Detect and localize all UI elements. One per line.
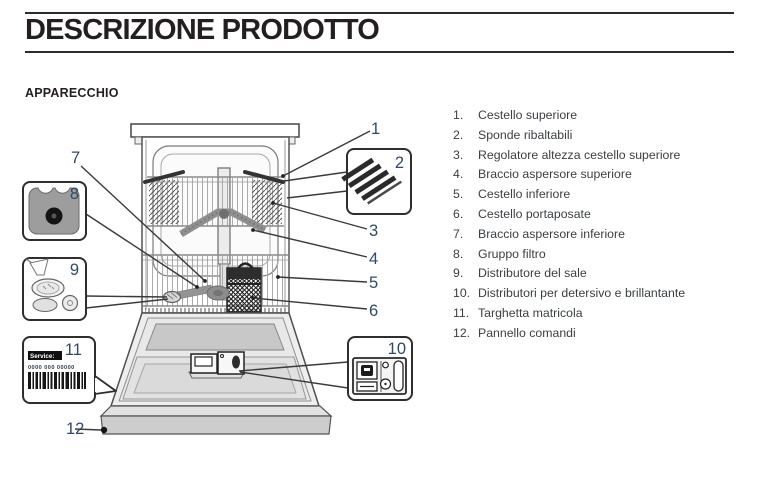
filter-group-icon (28, 187, 80, 235)
lower-basket (143, 254, 289, 315)
callout-box-8: 8 (22, 181, 87, 241)
list-item: 2. Sponde ribaltabili (453, 126, 753, 146)
callout-number-5: 5 (369, 274, 378, 292)
callout-box-11: Service: 0000 000 00000 11 (22, 336, 117, 404)
list-item: 12. Pannello comandi (453, 324, 753, 344)
leader-lines (74, 130, 371, 431)
item-label: Cestello superiore (478, 108, 578, 122)
upper-basket (143, 170, 285, 227)
item-number: 3. (453, 147, 464, 162)
item-label: Braccio aspersore superiore (478, 167, 632, 182)
dispenser-detail-icon (352, 357, 407, 395)
callout-number-11: 11 (65, 341, 82, 359)
callout-box-2: 2 (341, 148, 412, 215)
item-number: 11. (453, 305, 470, 320)
list-item: 11. Targhetta matricola (453, 304, 753, 324)
callout-number-4: 4 (369, 250, 378, 268)
detergent-dispenser-icon (188, 351, 245, 379)
tip-up-shelf-right-icon (243, 170, 285, 184)
item-label: Distributore del sale (478, 266, 587, 281)
list-item: 10. Distributori per detersivo e brillant… (453, 284, 753, 304)
callout-number-10: 10 (388, 340, 406, 358)
item-label: Pannello comandi (478, 325, 576, 340)
control-panel-marker-dot (100, 426, 108, 434)
callout-box-9: 9 (22, 257, 87, 321)
list-item: 6. Cestello portaposate (453, 205, 753, 225)
list-item: 7. Braccio aspersore inferiore (453, 225, 753, 245)
callout-number-2: 2 (395, 154, 404, 172)
item-number: 12. (453, 325, 471, 340)
list-item: 8. Gruppo filtro (453, 245, 753, 265)
item-number: 2. (453, 127, 464, 142)
list-item: 3. Regolatore altezza cestello superiore (453, 146, 753, 166)
section-heading: APPARECCHIO (25, 86, 119, 100)
callout-box-10: 10 (347, 336, 413, 401)
callout-number-12: 12 (66, 420, 84, 438)
list-item: 9. Distributore del sale (453, 264, 753, 284)
item-number: 5. (453, 187, 464, 202)
barcode-bars (28, 372, 86, 389)
item-number: 1. (453, 108, 464, 122)
tip-up-shelf-left-icon (143, 170, 185, 184)
tip-up-shelves-icon (341, 157, 402, 205)
header-rule-top (25, 12, 734, 14)
callout-number-9: 9 (70, 261, 79, 279)
salt-dispenser-icon (25, 258, 79, 312)
callout-number-6: 6 (369, 302, 378, 320)
service-barcode-icon: Service: 0000 000 00000 (28, 351, 86, 389)
item-number: 4. (453, 167, 464, 182)
item-label: Gruppo filtro (478, 246, 546, 261)
item-number: 6. (453, 206, 464, 221)
item-number: 10. (453, 286, 471, 301)
item-number: 7. (453, 226, 464, 241)
item-label: Braccio aspersore inferiore (478, 226, 625, 241)
item-number: 9. (453, 266, 464, 281)
callout-number-3: 3 (369, 222, 378, 240)
service-label: Service: (30, 353, 55, 360)
item-label: Distributori per detersivo e brillantant… (478, 286, 686, 301)
callout-tail (94, 375, 117, 395)
header-rule-bottom (25, 51, 734, 53)
parts-list: 1. Cestello superiore 2. Sponde ribaltabil… (453, 106, 753, 344)
item-label: Cestello portaposate (478, 206, 591, 221)
callout-number-1: 1 (371, 120, 380, 138)
cutlery-basket-icon (226, 262, 262, 313)
item-label: Sponde ribaltabili (478, 127, 573, 142)
item-number: 8. (453, 246, 464, 261)
upper-spray-arm-icon (179, 208, 267, 238)
callout-number-8: 8 (70, 185, 79, 203)
list-item: 5. Cestello inferiore (453, 185, 753, 205)
item-label: Cestello inferiore (478, 187, 571, 202)
page-title: DESCRIZIONE PRODOTTO (25, 14, 380, 46)
dishwasher-diagram: 2 8 9 Service: 0 (22, 120, 413, 438)
item-label: Targhetta matricola (478, 305, 583, 320)
plinth (99, 405, 333, 435)
callout-number-7: 7 (71, 149, 80, 167)
list-item: 1. Cestello superiore (453, 106, 753, 126)
list-item: 4. Braccio aspersore superiore (453, 165, 753, 185)
item-label: Regolatore altezza cestello superiore (478, 147, 681, 162)
door-inner-panel (145, 323, 285, 351)
service-code: 0000 000 00000 (28, 365, 75, 371)
